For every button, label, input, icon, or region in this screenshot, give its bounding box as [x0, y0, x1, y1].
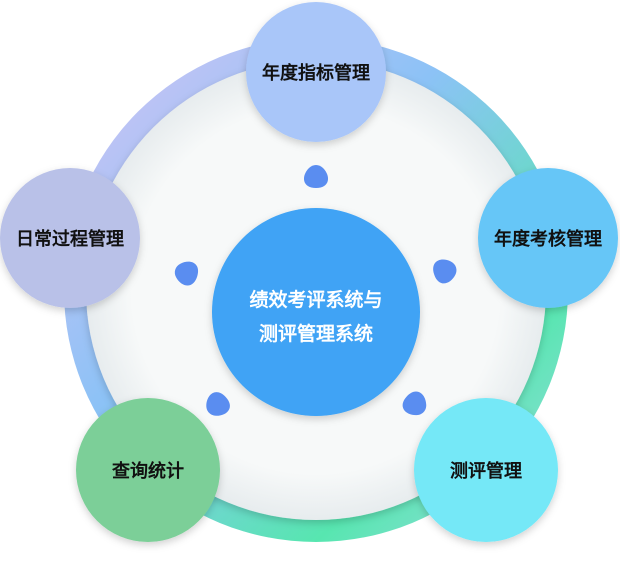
node-circle[interactable] [246, 2, 386, 142]
node-circle[interactable] [414, 398, 558, 542]
node-circle[interactable] [76, 398, 220, 542]
node-daily-process[interactable]: 日常过程管理 [0, 168, 140, 308]
node-circle[interactable] [478, 168, 618, 308]
connector-petal [174, 261, 199, 286]
node-label: 查询统计 [112, 460, 184, 482]
center-title-line1: 绩效考评系统与 [249, 288, 382, 311]
node-label: 日常过程管理 [16, 228, 124, 250]
node-annual-indicator[interactable]: 年度指标管理 [246, 2, 386, 142]
node-annual-assessment[interactable]: 年度考核管理 [478, 168, 618, 308]
center-circle [212, 208, 420, 416]
node-query-statistics[interactable]: 查询统计 [76, 398, 220, 542]
node-evaluation[interactable]: 测评管理 [414, 398, 558, 542]
node-label: 测评管理 [450, 460, 522, 482]
node-label: 年度指标管理 [262, 62, 370, 84]
connector-petal [304, 165, 328, 188]
connector-petal [206, 392, 230, 416]
connector-petal [433, 259, 457, 284]
center-title-line2: 测评管理系统 [259, 322, 373, 345]
node-circle[interactable] [0, 168, 140, 308]
connector-petals [174, 165, 457, 416]
connector-petal [402, 391, 427, 416]
node-label: 年度考核管理 [494, 228, 602, 250]
